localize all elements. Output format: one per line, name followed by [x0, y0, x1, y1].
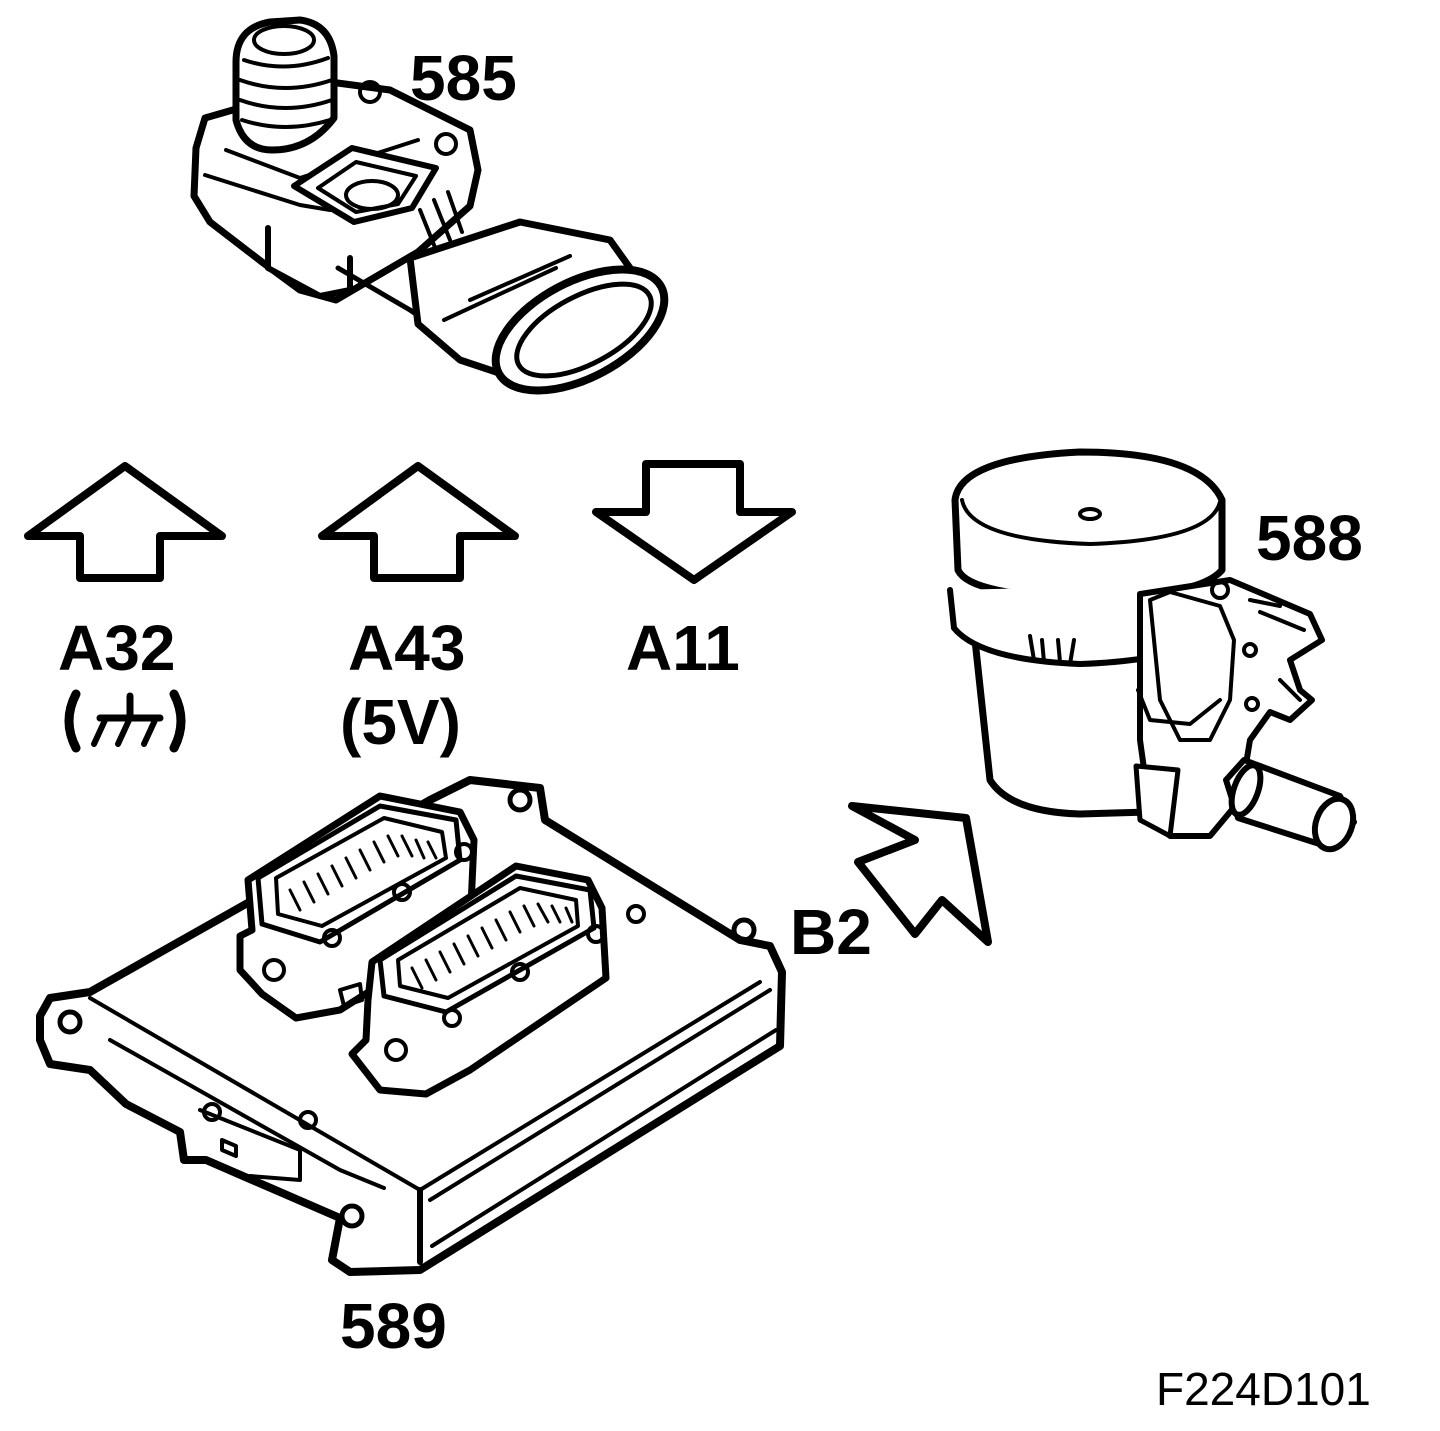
- signal-label-a43: A43: [348, 612, 466, 684]
- label-589: 589: [340, 1290, 447, 1362]
- output-label-b2: B2: [790, 896, 872, 968]
- figure-reference: F224D101: [1156, 1363, 1371, 1415]
- signal-label-a11: A11: [626, 612, 740, 684]
- arrow-up-right-icon: [848, 802, 992, 946]
- ground-symbol-icon: [60, 688, 190, 759]
- control-module-icon: [36, 776, 786, 1276]
- arrow-down-icon: [592, 460, 796, 584]
- pressure-sensor-icon: [190, 16, 669, 395]
- label-585: 585: [410, 42, 517, 114]
- solenoid-valve-icon: [947, 448, 1357, 853]
- signal-label-a32: A32: [58, 612, 176, 684]
- signal-sub-a43: (5V): [340, 686, 461, 758]
- label-588: 588: [1256, 502, 1363, 574]
- arrow-up-icon: [24, 462, 226, 582]
- arrow-up-icon: [318, 462, 519, 582]
